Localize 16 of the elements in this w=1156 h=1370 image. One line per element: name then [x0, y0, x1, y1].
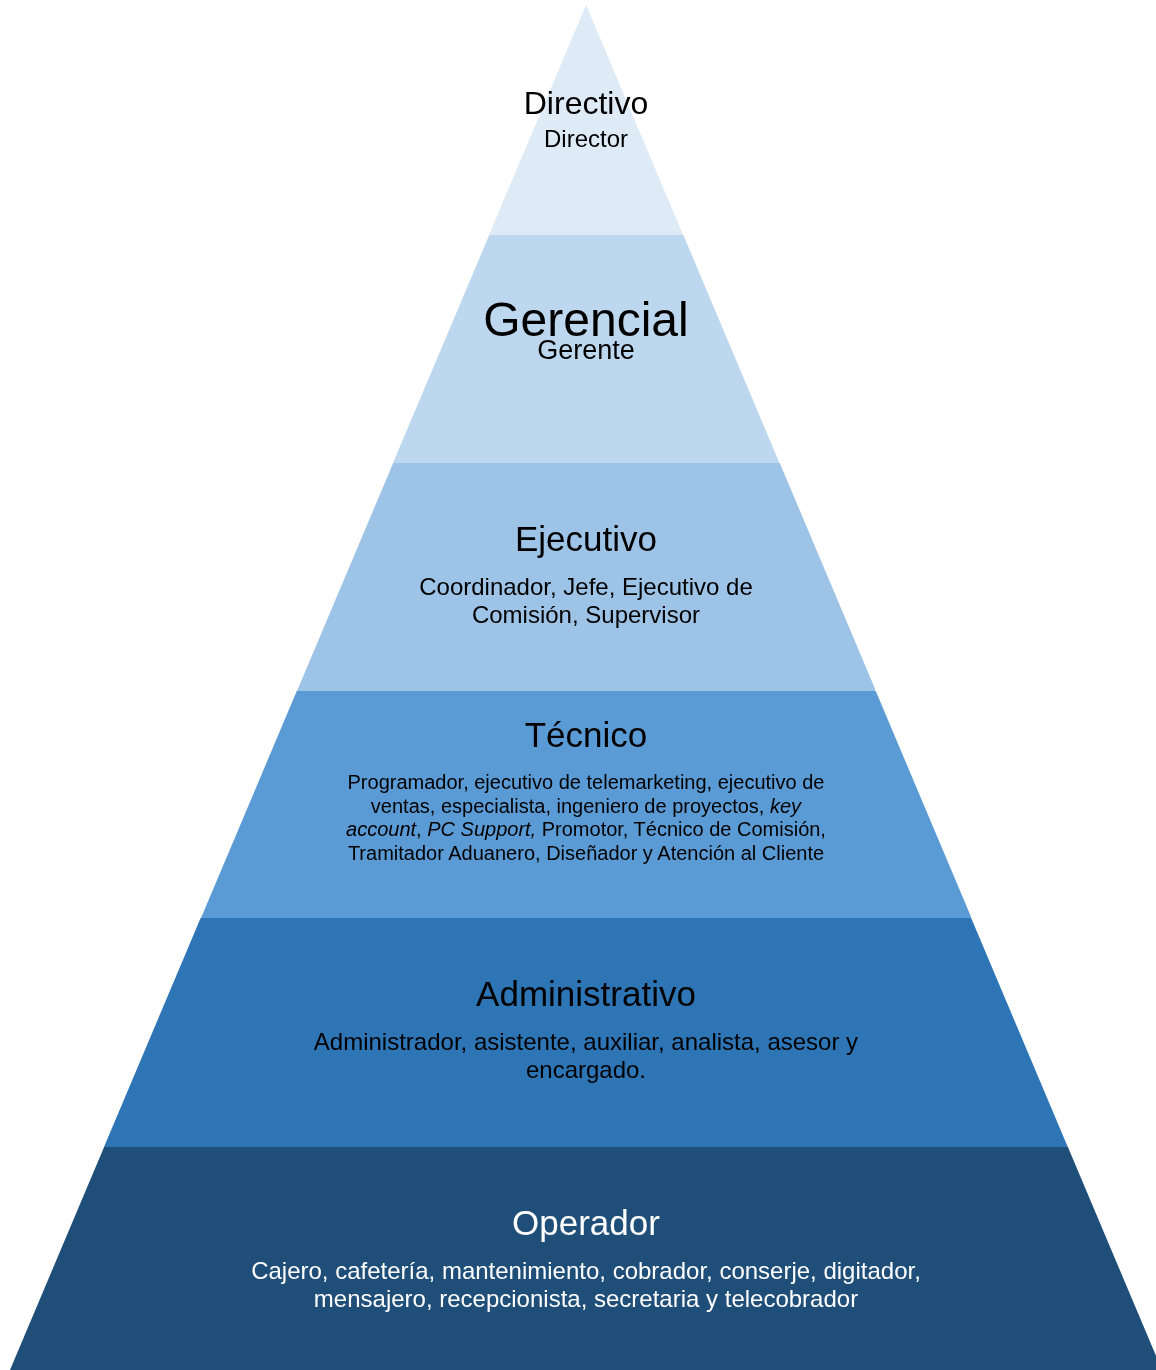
level-title: Ejecutivo — [513, 521, 658, 558]
level-title: Técnico — [523, 717, 649, 754]
pyramid-level — [488, 5, 684, 235]
level-description: Coordinador, Jefe, Ejecutivo de Comisión, Supervisor — [418, 573, 754, 630]
pyramid-level — [392, 235, 780, 463]
level-description: Cajero, cafetería, mantenimiento, cobrador, conserje, digitador, mensajero, recepcionista, secretaria y telecobrador — [250, 1257, 922, 1314]
level-title: Directivo — [522, 87, 650, 121]
level-title: Operador — [511, 1205, 661, 1242]
level-description: Director — [543, 125, 629, 154]
pyramid-level — [10, 1147, 1156, 1370]
level-description: Programador, ejecutivo de telemarketing, ejecutivo de ventas, especialista, ingeniero de proyectos, key account, PC Support, Promotor, Técnico de Comisión, Tramitador Aduanero, Diseñador y Atención al Cliente — [345, 771, 827, 866]
level-title: Administrativo — [475, 976, 697, 1013]
level-description: Administrador, asistente, auxiliar, analista, asesor y encargado. — [312, 1028, 860, 1085]
pyramid-level — [296, 463, 876, 691]
pyramid-level — [104, 918, 1068, 1147]
pyramid-level — [200, 691, 972, 918]
